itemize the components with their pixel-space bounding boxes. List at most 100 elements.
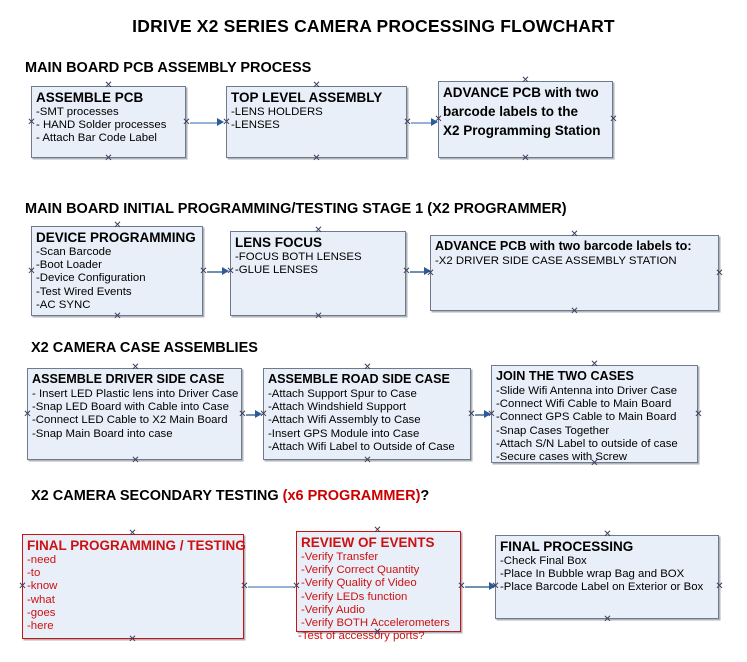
- connection-handle-top-icon[interactable]: [312, 81, 321, 90]
- connection-handle-top-icon[interactable]: [104, 81, 113, 90]
- box-final-processing[interactable]: FINAL PROCESSING -Check Final Box -Place…: [495, 535, 719, 619]
- connection-handle-left-icon[interactable]: [27, 118, 36, 127]
- list-item: -AC SYNC: [36, 298, 91, 311]
- box-heading: ADVANCE PCB with two barcode labels to:: [435, 239, 692, 253]
- box-item-list: -need -to -know -what -goes -here: [23, 554, 243, 633]
- box-heading: ASSEMBLE PCB: [36, 90, 144, 105]
- list-item: -Attach S/N Label to outside of case: [496, 437, 678, 450]
- connection-handle-bottom-icon[interactable]: [373, 628, 382, 637]
- box-device-programming[interactable]: DEVICE PROGRAMMING -Scan Barcode -Boot L…: [31, 226, 203, 316]
- box-item-list: -FOCUS BOTH LENSES -GLUE LENSES: [231, 251, 405, 277]
- connection-handle-top-icon[interactable]: [363, 363, 372, 372]
- section-title-text: MAIN BOARD INITIAL PROGRAMMING/TESTING S…: [25, 201, 567, 217]
- box-item-list: -Attach Support Spur to Case -Attach Win…: [264, 388, 470, 454]
- box-item-list: - Insert LED Plastic lens into Driver Ca…: [28, 388, 241, 441]
- list-item: -LENSES: [231, 119, 280, 132]
- connection-handle-top-icon[interactable]: [128, 529, 137, 538]
- list-item: -Verify Transfer: [301, 551, 379, 563]
- list-item: -Snap LED Board with Cable into Case: [32, 401, 229, 414]
- box-assemble-driver-side-case[interactable]: ASSEMBLE DRIVER SIDE CASE - Insert LED P…: [27, 368, 242, 460]
- section-title-x2-camera-secondary-testing: X2 CAMERA SECONDARY TESTING (x6 PROGRAMM…: [31, 488, 429, 504]
- connection-handle-top-icon[interactable]: [314, 226, 323, 235]
- connection-handle-right-icon[interactable]: [715, 269, 724, 278]
- connection-handle-top-icon[interactable]: [590, 360, 599, 369]
- connection-handle-left-icon[interactable]: [18, 582, 27, 591]
- box-item-list: -Scan Barcode -Boot Loader -Device Confi…: [32, 246, 202, 312]
- connection-handle-left-icon[interactable]: [426, 269, 435, 278]
- list-item: -Attach Windshield Support: [268, 401, 407, 414]
- box-review-of-events[interactable]: REVIEW OF EVENTS -Verify Transfer -Verif…: [296, 531, 461, 632]
- connection-handle-right-icon[interactable]: [609, 115, 618, 124]
- list-item: -FOCUS BOTH LENSES: [235, 251, 362, 263]
- connection-handle-top-icon[interactable]: [570, 230, 579, 239]
- list-item: -Attach Wifi Label to Outside of Case: [268, 440, 455, 453]
- connection-handle-bottom-icon[interactable]: [128, 635, 137, 644]
- connection-handle-bottom-icon[interactable]: [570, 307, 579, 316]
- connection-handle-right-icon[interactable]: [715, 582, 724, 591]
- list-item: -Attach Support Spur to Case: [268, 388, 417, 400]
- box-item-list: -SMT processes - HAND Solder processes -…: [32, 106, 185, 146]
- box-assemble-road-side-case[interactable]: ASSEMBLE ROAD SIDE CASE -Attach Support …: [263, 368, 471, 460]
- connector-road-side-to-join-cases: [475, 414, 488, 416]
- box-heading: FINAL PROGRAMMING / TESTING: [27, 538, 246, 553]
- connection-handle-top-icon[interactable]: [521, 76, 530, 85]
- connection-handle-left-icon[interactable]: [491, 582, 500, 591]
- list-item: -Verify Audio: [301, 603, 365, 616]
- connector-assemble-pcb-to-top-level-assembly: [190, 122, 219, 124]
- box-advance-pcb-programming-station[interactable]: ADVANCE PCB with two barcode labels to t…: [438, 81, 613, 158]
- connector-final-programming-to-review-of-events: [248, 586, 294, 588]
- box-assemble-pcb[interactable]: ASSEMBLE PCB -SMT processes - HAND Solde…: [31, 86, 186, 158]
- connection-handle-top-icon[interactable]: [113, 221, 122, 230]
- list-item: -need: [27, 554, 57, 566]
- section-title-text: MAIN BOARD PCB ASSEMBLY PROCESS: [25, 60, 312, 76]
- list-item: -Insert GPS Module into Case: [268, 427, 420, 440]
- connection-handle-bottom-icon[interactable]: [312, 154, 321, 163]
- connection-handle-top-icon[interactable]: [373, 526, 382, 535]
- box-advance-pcb-driver-side-case[interactable]: ADVANCE PCB with two barcode labels to: …: [430, 235, 719, 311]
- connection-handle-bottom-icon[interactable]: [603, 615, 612, 624]
- connection-handle-bottom-icon[interactable]: [363, 456, 372, 465]
- connection-handle-bottom-icon[interactable]: [104, 154, 113, 163]
- connection-handle-left-icon[interactable]: [259, 410, 268, 419]
- box-heading: JOIN THE TWO CASES: [496, 369, 634, 383]
- connection-handle-left-icon[interactable]: [487, 410, 496, 419]
- box-heading: LENS FOCUS: [235, 235, 323, 250]
- box-heading: REVIEW OF EVENTS: [301, 535, 435, 550]
- box-final-programming-testing[interactable]: FINAL PROGRAMMING / TESTING -need -to -k…: [22, 534, 246, 639]
- list-item: -Attach Wifi Assembly to Case: [268, 414, 421, 427]
- box-top-level-assembly[interactable]: TOP LEVEL ASSEMBLY -LENS HOLDERS -LENSES: [226, 86, 407, 158]
- connection-handle-bottom-icon[interactable]: [314, 312, 323, 321]
- page-title: IDRIVE X2 SERIES CAMERA PROCESSING FLOWC…: [132, 16, 615, 36]
- connection-handle-left-icon[interactable]: [434, 115, 443, 124]
- list-item: -Verify Quality of Video: [301, 577, 417, 590]
- list-item: -Verify Correct Quantity: [301, 564, 420, 577]
- connection-handle-bottom-icon[interactable]: [131, 456, 140, 465]
- connection-handle-bottom-icon[interactable]: [521, 154, 530, 163]
- list-item: -goes: [27, 606, 56, 619]
- connection-handle-left-icon[interactable]: [23, 410, 32, 419]
- box-heading: ASSEMBLE DRIVER SIDE CASE: [32, 372, 225, 386]
- connection-handle-right-icon[interactable]: [694, 410, 703, 419]
- connection-handle-top-icon[interactable]: [603, 530, 612, 539]
- box-heading-line2: barcode labels to the: [443, 104, 579, 119]
- connection-handle-bottom-icon[interactable]: [590, 459, 599, 468]
- connection-handle-bottom-icon[interactable]: [113, 312, 122, 321]
- box-item-list: -LENS HOLDERS -LENSES: [227, 106, 406, 132]
- list-item: -here: [27, 620, 54, 633]
- box-join-the-two-cases[interactable]: JOIN THE TWO CASES -Slide Wifi Antenna i…: [491, 365, 698, 463]
- list-item: -Snap Main Board into case: [32, 427, 173, 440]
- box-heading: ADVANCE PCB with two: [443, 85, 599, 100]
- list-item: -Scan Barcode: [36, 246, 112, 258]
- connection-handle-left-icon[interactable]: [226, 267, 235, 276]
- section-title-accent: (x6 PROGRAMMER): [282, 488, 421, 504]
- connection-handle-left-icon[interactable]: [222, 118, 231, 127]
- box-lens-focus[interactable]: LENS FOCUS -FOCUS BOTH LENSES -GLUE LENS…: [230, 231, 406, 316]
- review-of-events-overflow-item: -Test of accessory ports?: [298, 630, 425, 642]
- connection-handle-top-icon[interactable]: [131, 363, 140, 372]
- connection-handle-left-icon[interactable]: [292, 582, 301, 591]
- list-item: -Connect GPS Cable to Main Board: [496, 411, 677, 424]
- section-title-suffix: ?: [420, 488, 430, 504]
- box-item-list: -X2 DRIVER SIDE CASE ASSEMBLY STATION: [431, 255, 718, 268]
- connection-handle-left-icon[interactable]: [27, 267, 36, 276]
- list-item: -know: [27, 580, 58, 593]
